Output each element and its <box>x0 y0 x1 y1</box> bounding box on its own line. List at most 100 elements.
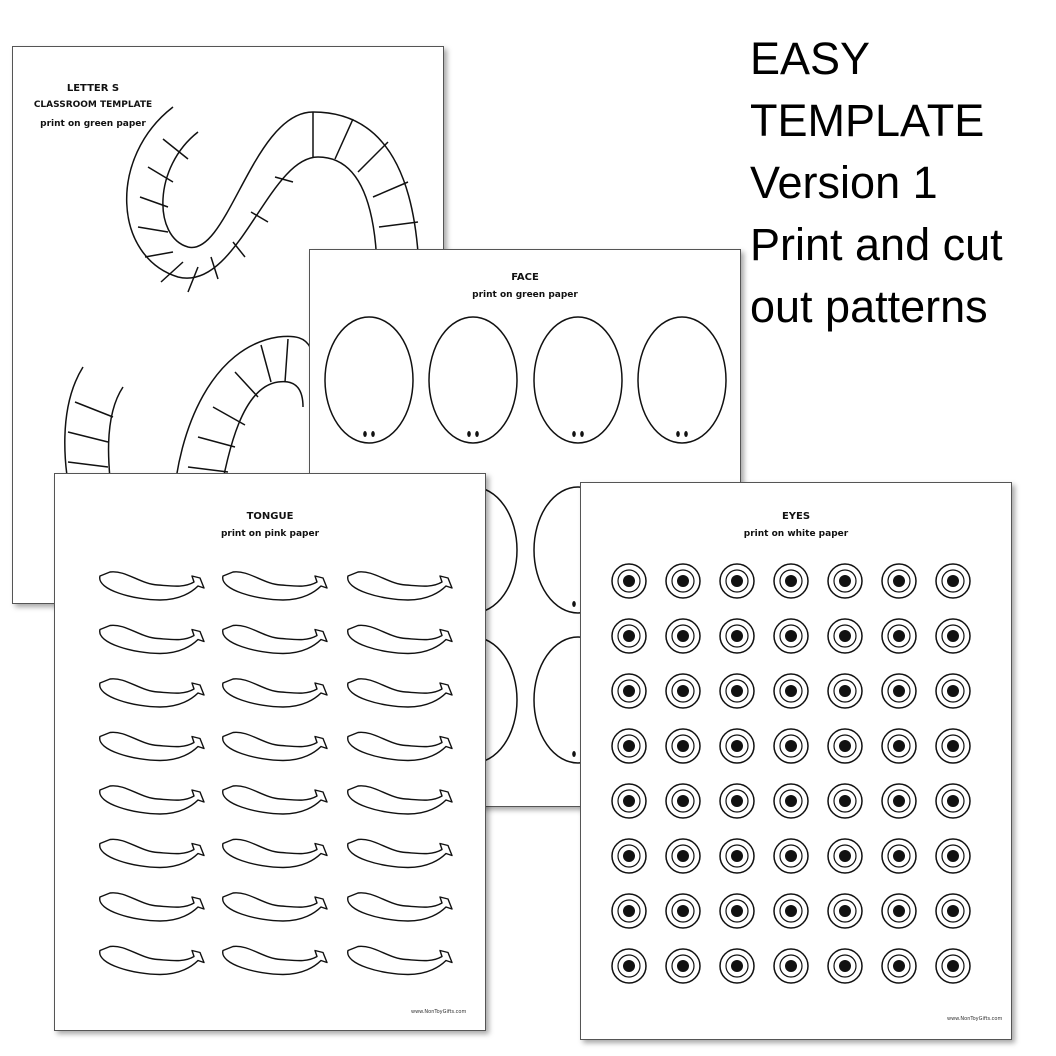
eye-circle <box>611 948 647 984</box>
eye-circle <box>665 893 701 929</box>
eye-circle <box>935 728 971 764</box>
eye-circle <box>665 728 701 764</box>
eye-circle <box>665 948 701 984</box>
eye-circle <box>773 838 809 874</box>
eye-circle <box>611 563 647 599</box>
tongue-template-sheet: TONGUE print on pink paper www.NonToyGif… <box>54 473 486 1031</box>
tongue-paper-note: print on pink paper <box>220 529 320 539</box>
eye-circle <box>827 783 863 819</box>
eye-circle <box>773 893 809 929</box>
face-paper-note: print on green paper <box>472 290 578 300</box>
tongue-shape <box>99 785 205 815</box>
eye-circle <box>719 893 755 929</box>
tongue-shape <box>99 945 205 976</box>
face-title: FACE <box>511 272 539 283</box>
eye-circle <box>611 838 647 874</box>
headline-line: TEMPLATE <box>750 95 985 146</box>
eye-circle <box>665 563 701 599</box>
eye-circle <box>935 673 971 709</box>
tongue-shape <box>222 571 328 601</box>
letter-s-paper-note: print on green paper <box>40 119 146 129</box>
tongue-shape <box>347 838 453 869</box>
eye-circles <box>611 563 971 984</box>
face-oval <box>637 316 727 444</box>
eye-circle <box>881 948 917 984</box>
eye-circle <box>935 838 971 874</box>
eyes-footer: www.NonToyGifts.com <box>947 1016 1003 1022</box>
tongue-title: TONGUE <box>246 511 294 522</box>
face-oval <box>533 316 623 444</box>
eye-circle <box>773 783 809 819</box>
eye-circle <box>665 673 701 709</box>
eye-circle <box>719 618 755 654</box>
eye-circle <box>773 618 809 654</box>
eye-circle <box>665 783 701 819</box>
tongue-footer: www.NonToyGifts.com <box>411 1009 467 1015</box>
eye-circle <box>935 783 971 819</box>
eye-circle <box>773 728 809 764</box>
tongue-shape <box>99 571 205 601</box>
eyes-paper-note: print on white paper <box>743 529 849 539</box>
eye-circle <box>881 618 917 654</box>
eye-circle <box>935 618 971 654</box>
tongue-shape <box>347 892 453 922</box>
eye-circle <box>773 563 809 599</box>
eye-circle <box>827 728 863 764</box>
headline-line: Print and cut <box>750 219 1003 270</box>
eye-circle <box>935 893 971 929</box>
eye-circle <box>611 893 647 929</box>
eye-circle <box>665 838 701 874</box>
eye-circle <box>827 948 863 984</box>
tongue-shape <box>99 624 205 655</box>
eye-circle <box>719 948 755 984</box>
eye-circle <box>827 673 863 709</box>
tongue-shape <box>222 838 328 869</box>
tongue-shape <box>347 624 453 655</box>
tongue-shape <box>347 945 453 976</box>
tongue-shape <box>222 678 328 708</box>
tongue-shape <box>347 571 453 601</box>
eye-circle <box>827 618 863 654</box>
face-oval <box>324 316 414 444</box>
eye-circle <box>881 838 917 874</box>
eye-circle <box>827 563 863 599</box>
eye-circle <box>611 618 647 654</box>
tongue-shape <box>222 892 328 922</box>
eyes-title: EYES <box>781 511 811 522</box>
eye-circle <box>719 673 755 709</box>
headline-text: EASY TEMPLATE Version 1 Print and cut ou… <box>750 28 1050 338</box>
eye-circle <box>719 783 755 819</box>
tongue-shape <box>222 785 328 815</box>
eye-circle <box>719 563 755 599</box>
tongue-shape <box>222 945 328 976</box>
tongue-shape <box>347 731 453 762</box>
eye-circle <box>881 728 917 764</box>
eye-circle <box>881 783 917 819</box>
snake-body-segments <box>64 106 421 508</box>
letter-s-title-line2: CLASSROOM TEMPLATE <box>33 100 153 110</box>
eye-circle <box>719 838 755 874</box>
eye-circle <box>773 673 809 709</box>
face-oval <box>428 316 518 444</box>
headline-line: EASY <box>750 33 871 84</box>
eye-circle <box>881 893 917 929</box>
eye-circle <box>665 618 701 654</box>
tongue-shape <box>99 731 205 762</box>
eye-circle <box>827 893 863 929</box>
eye-circle <box>935 948 971 984</box>
eye-circle <box>611 728 647 764</box>
eyes-template-sheet: EYES print on white paper www.NonToyGift… <box>580 482 1012 1040</box>
tongue-shapes <box>99 571 453 976</box>
headline-line: Version 1 <box>750 157 938 208</box>
tongue-shape <box>222 624 328 655</box>
eye-circle <box>881 673 917 709</box>
tongue-shape <box>99 838 205 869</box>
tongue-shape <box>222 731 328 762</box>
eye-circle <box>719 728 755 764</box>
tongue-shape <box>347 678 453 708</box>
eye-circle <box>935 563 971 599</box>
tongue-shape <box>99 678 205 708</box>
eye-circle <box>773 948 809 984</box>
eye-circle <box>611 783 647 819</box>
eye-circle <box>827 838 863 874</box>
